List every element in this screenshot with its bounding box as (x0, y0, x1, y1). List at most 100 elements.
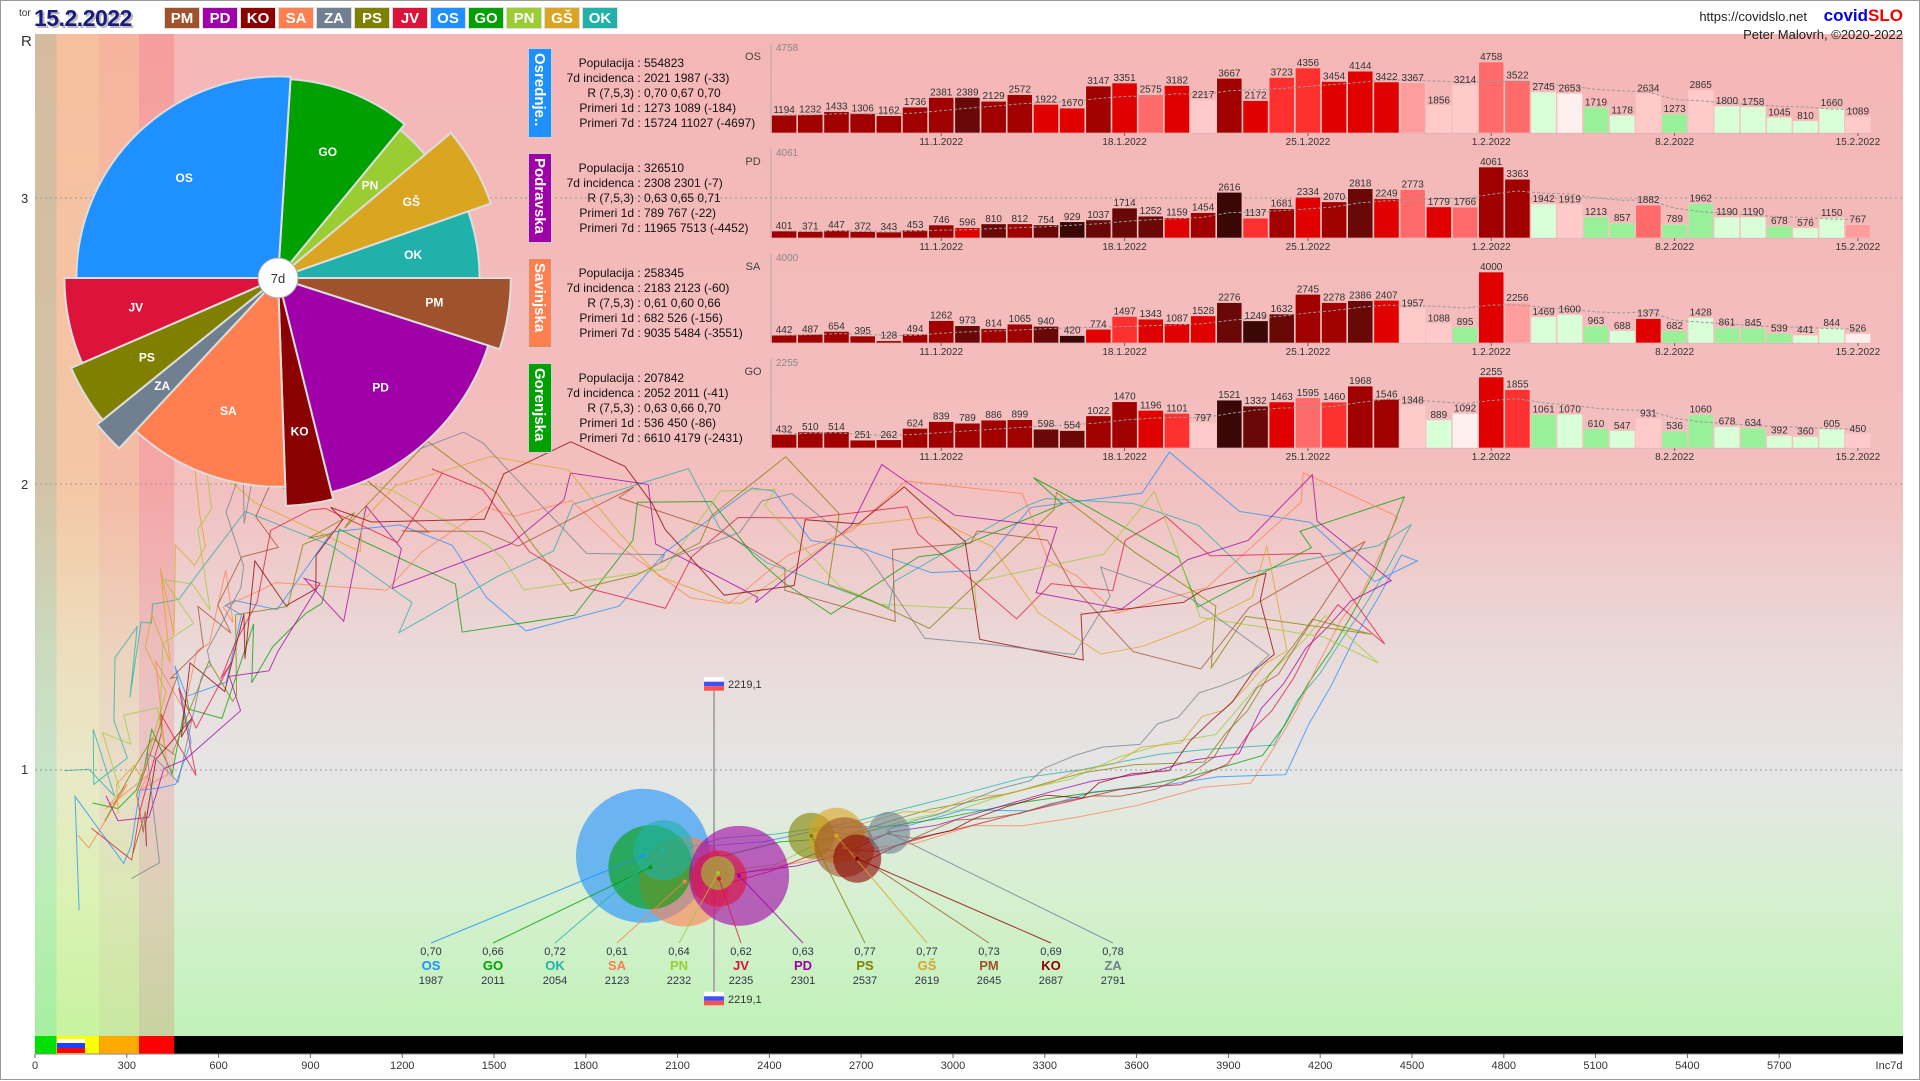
bubble-inc-label: 2687 (1039, 975, 1063, 987)
pie-slice-PS[interactable] (69, 277, 279, 422)
stat-colon: : (637, 161, 641, 175)
bar-value-label: 634 (1745, 418, 1762, 429)
bar-value-label: 1022 (1087, 406, 1110, 417)
brand-logo: covidSLO (1824, 6, 1903, 26)
site-url[interactable]: https://covidslo.net (1699, 9, 1807, 24)
bar (1818, 217, 1845, 239)
stat-label: R (7,5,3) (587, 296, 634, 310)
bar-value-label: 746 (933, 215, 950, 226)
bar-value-label: 1882 (1637, 195, 1660, 206)
legend-badge-OS[interactable]: OS (430, 7, 466, 29)
date-tick-label: 8.2.2022 (1655, 137, 1694, 148)
bar-value-label: 4758 (1480, 52, 1503, 63)
bar-value-label: 536 (1666, 421, 1683, 432)
bar-value-label: 441 (1797, 325, 1814, 336)
bar (1425, 206, 1452, 239)
trajectory-PM (132, 458, 1366, 854)
bar (1661, 113, 1688, 134)
bar-value-label: 1460 (1323, 392, 1346, 403)
bar-value-label: 973 (959, 316, 976, 327)
x-tick-label: 2100 (665, 1060, 689, 1072)
bubble-leader-line (844, 846, 990, 944)
stat-label: R (7,5,3) (587, 86, 634, 100)
legend-badge-KO[interactable]: KO (240, 7, 276, 29)
legend-badge-ZA[interactable]: ZA (316, 7, 352, 29)
pie-slice-ZA[interactable] (95, 277, 279, 450)
legend-badge-PM[interactable]: PM (164, 7, 200, 29)
scale-segment (99, 1036, 140, 1054)
bar (1425, 323, 1452, 344)
bar-value-label: 1101 (1166, 403, 1188, 414)
bar-value-label: 1377 (1637, 309, 1660, 320)
trajectory-KO (145, 441, 1275, 863)
bar (954, 422, 981, 449)
bubble-center-dot (887, 830, 892, 835)
bar (1556, 414, 1583, 449)
bubble-inc-label: 2235 (729, 975, 753, 987)
bar (928, 224, 955, 239)
bar-value-label: 678 (1719, 417, 1736, 428)
bubble-center-dot (716, 876, 721, 881)
stat-value: 536 450 (-86) (644, 416, 717, 430)
bubble-r-label: 0,64 (668, 946, 689, 958)
pie-slice-GŠ[interactable] (277, 131, 493, 279)
bar (1268, 401, 1295, 449)
bar-value-label: 940 (1038, 316, 1055, 327)
legend-badge-PS[interactable]: PS (354, 7, 390, 29)
bar (1111, 316, 1138, 344)
bubble-inc-label: 2791 (1101, 975, 1125, 987)
trajectory-ZA (131, 431, 1270, 879)
bar-value-label: 1162 (878, 106, 900, 117)
pie-center-label: 7d (271, 271, 285, 286)
stat-label: Populacija (578, 266, 634, 280)
stat-colon: : (637, 71, 641, 85)
stat-colon: : (637, 431, 641, 445)
bar-value-label: 1470 (1113, 392, 1136, 403)
bar-value-label: 895 (1457, 317, 1474, 328)
bar (928, 320, 955, 344)
bar-value-label: 605 (1823, 419, 1840, 430)
bubble-inc-label: 2645 (977, 975, 1001, 987)
bar-value-label: 1159 (1166, 208, 1188, 219)
stat-row: R (7,5,3):0,63 0,66 0,70 (554, 401, 764, 416)
bar-value-label: 1546 (1375, 389, 1398, 400)
legend-badge-JV[interactable]: JV (392, 7, 428, 29)
pie-slice-OS[interactable] (75, 75, 292, 279)
bar (1111, 401, 1138, 449)
pie-slice-SA[interactable] (134, 275, 287, 488)
bar (797, 431, 824, 449)
bar (1190, 422, 1217, 449)
legend-badge-PD[interactable]: PD (202, 7, 238, 29)
pie-slice-KO[interactable] (277, 277, 335, 507)
stat-colon: : (637, 191, 641, 205)
pie-slice-JV[interactable] (63, 277, 279, 365)
pie-slice-GO[interactable] (276, 78, 407, 282)
bar-value-label: 682 (1666, 321, 1683, 332)
bar-value-label: 774 (1090, 319, 1107, 330)
bar-value-label: 810 (985, 214, 1002, 225)
bar (1347, 188, 1374, 239)
bar-value-label: 3522 (1506, 70, 1529, 81)
legend-badge-GO[interactable]: GO (468, 7, 504, 29)
pie-slice-PD[interactable] (276, 276, 490, 494)
bar (902, 106, 928, 134)
date-tick-label: 8.2.2022 (1655, 452, 1694, 463)
bar-value-label: 1060 (1690, 405, 1713, 416)
y-tick-label: 2 (21, 477, 29, 492)
bar (1347, 385, 1374, 449)
bar-value-label: 929 (1064, 212, 1081, 223)
y-axis-label: R (21, 33, 32, 50)
bar (1530, 91, 1557, 134)
legend-badge-GŠ[interactable]: GŠ (544, 7, 580, 29)
bar (771, 434, 797, 449)
bar-value-label: 547 (1614, 421, 1631, 432)
legend-badge-OK[interactable]: OK (582, 7, 618, 29)
bar (980, 419, 1007, 449)
legend-badge-PN[interactable]: PN (506, 7, 542, 29)
legend-badge-SA[interactable]: SA (278, 7, 314, 29)
stat-label: 7d incidenca (566, 176, 634, 190)
